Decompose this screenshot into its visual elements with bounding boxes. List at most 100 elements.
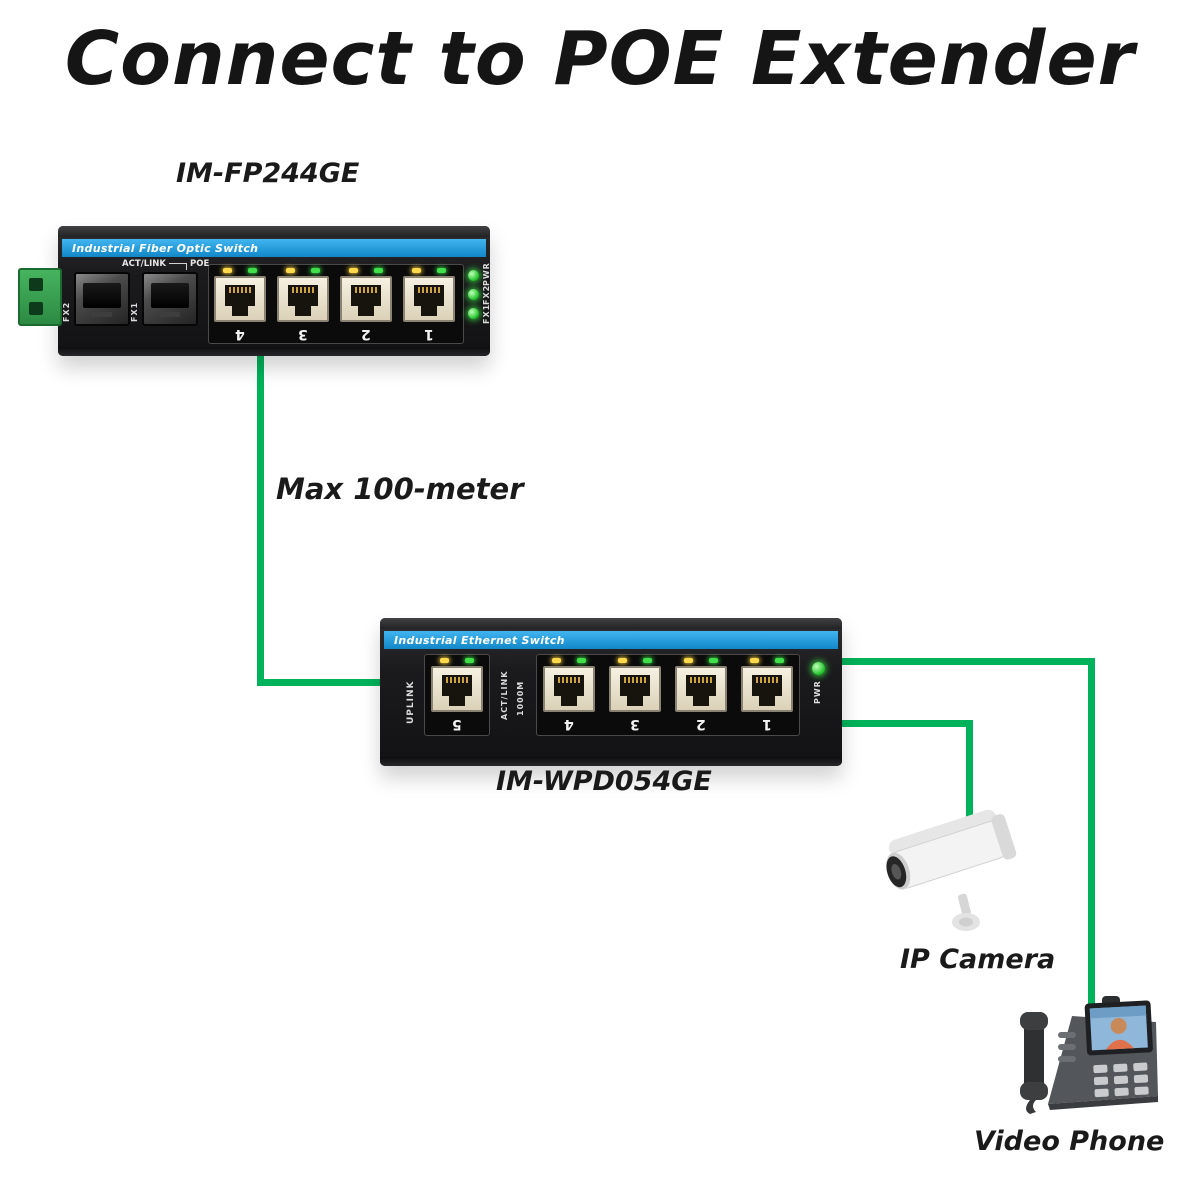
switch2-rj45-port-1: 1 bbox=[738, 658, 796, 732]
port-number: 4 bbox=[564, 716, 574, 732]
poe-led bbox=[775, 658, 784, 663]
jack-opening bbox=[295, 306, 311, 316]
jack-opening bbox=[759, 696, 775, 706]
poe-led bbox=[643, 658, 652, 663]
port-leds bbox=[552, 658, 586, 663]
switch1-rj45-port-3: 3 bbox=[274, 268, 332, 342]
cable-switch2-to-phone-horizontal bbox=[838, 658, 1095, 665]
fx2-led bbox=[468, 289, 479, 300]
poe-led bbox=[709, 658, 718, 663]
rj45-jack bbox=[214, 276, 266, 322]
switch1-top-edge bbox=[58, 226, 490, 237]
port-leds bbox=[286, 268, 320, 273]
switch2-rj45-port-2: 2 bbox=[672, 658, 730, 732]
fx1-led-label: FX1 bbox=[482, 303, 491, 324]
jack-opening bbox=[358, 306, 374, 316]
switch2-rj45-port-4: 4 bbox=[540, 658, 598, 732]
pwr-led bbox=[812, 662, 825, 675]
port-leds bbox=[223, 268, 257, 273]
port-number: 5 bbox=[452, 716, 462, 732]
act-link-label: ACT/LINK bbox=[500, 670, 509, 720]
link-led bbox=[618, 658, 627, 663]
poe-label: POE bbox=[190, 259, 210, 269]
fx2-port-label: FX2 bbox=[62, 301, 71, 322]
link-led bbox=[684, 658, 693, 663]
rj45-jack bbox=[340, 276, 392, 322]
act-led bbox=[465, 658, 474, 663]
jack-opening bbox=[627, 696, 643, 706]
switch2-uplink-port-5: 5 bbox=[428, 658, 486, 732]
port-number: 1 bbox=[762, 716, 772, 732]
jack-opening bbox=[693, 696, 709, 706]
cable-switch1-to-switch2-horizontal bbox=[257, 679, 387, 686]
switch2-stripe: Industrial Ethernet Switch bbox=[384, 631, 838, 649]
port-leds bbox=[684, 658, 718, 663]
switch1-fiber-optic: Industrial Fiber Optic Switch FX2 FX1 AC… bbox=[18, 226, 491, 356]
switch1-bottom-edge bbox=[58, 347, 490, 356]
speed-1000m-label: 1000M bbox=[516, 680, 525, 716]
switch1-stripe-label: Industrial Fiber Optic Switch bbox=[72, 241, 259, 255]
link-led bbox=[223, 268, 232, 273]
link-led bbox=[412, 268, 421, 273]
jack-opening bbox=[561, 696, 577, 706]
port-number: 2 bbox=[361, 326, 371, 342]
poe-led bbox=[374, 268, 383, 273]
jack-opening bbox=[421, 306, 437, 316]
rj45-jack bbox=[741, 666, 793, 712]
cable-switch2-to-camera-horizontal bbox=[838, 720, 973, 727]
diagram-title: Connect to POE Extender bbox=[64, 16, 1136, 102]
poe-led bbox=[437, 268, 446, 273]
rj45-jack bbox=[675, 666, 727, 712]
sfp-port-fx2 bbox=[74, 272, 130, 326]
ip-camera-image bbox=[886, 810, 1017, 931]
ip-camera-label: IP Camera bbox=[900, 944, 1056, 975]
port-leds bbox=[750, 658, 784, 663]
link-led bbox=[750, 658, 759, 663]
switch2-model-label: IM-WPD054GE bbox=[496, 766, 712, 797]
switch1-rj45-port-4: 4 bbox=[211, 268, 269, 342]
switch1-stripe: Industrial Fiber Optic Switch bbox=[62, 239, 486, 257]
rj45-jack bbox=[543, 666, 595, 712]
pwr-led bbox=[468, 270, 479, 281]
header-bracket-line bbox=[169, 263, 187, 270]
link-led bbox=[440, 658, 449, 663]
port-number: 3 bbox=[298, 326, 308, 342]
max-distance-label: Max 100-meter bbox=[276, 472, 524, 506]
cable-switch1-to-switch2-vertical bbox=[257, 350, 264, 686]
poe-led bbox=[311, 268, 320, 273]
port-number: 1 bbox=[424, 326, 434, 342]
video-phone-image bbox=[1020, 996, 1158, 1114]
fx1-led bbox=[468, 308, 479, 319]
fx1-port-label: FX1 bbox=[130, 301, 139, 322]
link-led bbox=[552, 658, 561, 663]
rj45-jack bbox=[277, 276, 329, 322]
uplink-label: UPLINK bbox=[406, 680, 416, 725]
switch1-model-label: IM-FP244GE bbox=[176, 158, 360, 189]
port-leds bbox=[440, 658, 474, 663]
video-phone-label: Video Phone bbox=[974, 1126, 1165, 1157]
jack-opening bbox=[449, 696, 465, 706]
switch2-rj45-port-3: 3 bbox=[606, 658, 664, 732]
switch1-rj45-port-2: 2 bbox=[337, 268, 395, 342]
switch2-bottom-edge bbox=[380, 757, 842, 766]
pwr-led-label: PWR bbox=[813, 680, 822, 704]
rj45-jack bbox=[609, 666, 661, 712]
port-number: 3 bbox=[630, 716, 640, 732]
link-led bbox=[349, 268, 358, 273]
link-led bbox=[286, 268, 295, 273]
sfp-port-fx1 bbox=[142, 272, 198, 326]
rj45-jack bbox=[431, 666, 483, 712]
port-number: 2 bbox=[696, 716, 706, 732]
cable-switch2-to-camera-vertical bbox=[966, 720, 973, 832]
switch2-top-edge bbox=[380, 618, 842, 629]
cable-switch2-to-phone-vertical bbox=[1088, 658, 1095, 1008]
rj45-jack bbox=[403, 276, 455, 322]
switch2-stripe-label: Industrial Ethernet Switch bbox=[394, 633, 565, 647]
port-number: 4 bbox=[235, 326, 245, 342]
poe-led bbox=[577, 658, 586, 663]
fx2-led-label: FX2 bbox=[482, 284, 491, 305]
port-leds bbox=[349, 268, 383, 273]
pwr-led-label: PWR bbox=[482, 262, 491, 286]
port-leds bbox=[618, 658, 652, 663]
switch2-ethernet: Industrial Ethernet Switch UPLINK 5 ACT/… bbox=[380, 618, 842, 766]
